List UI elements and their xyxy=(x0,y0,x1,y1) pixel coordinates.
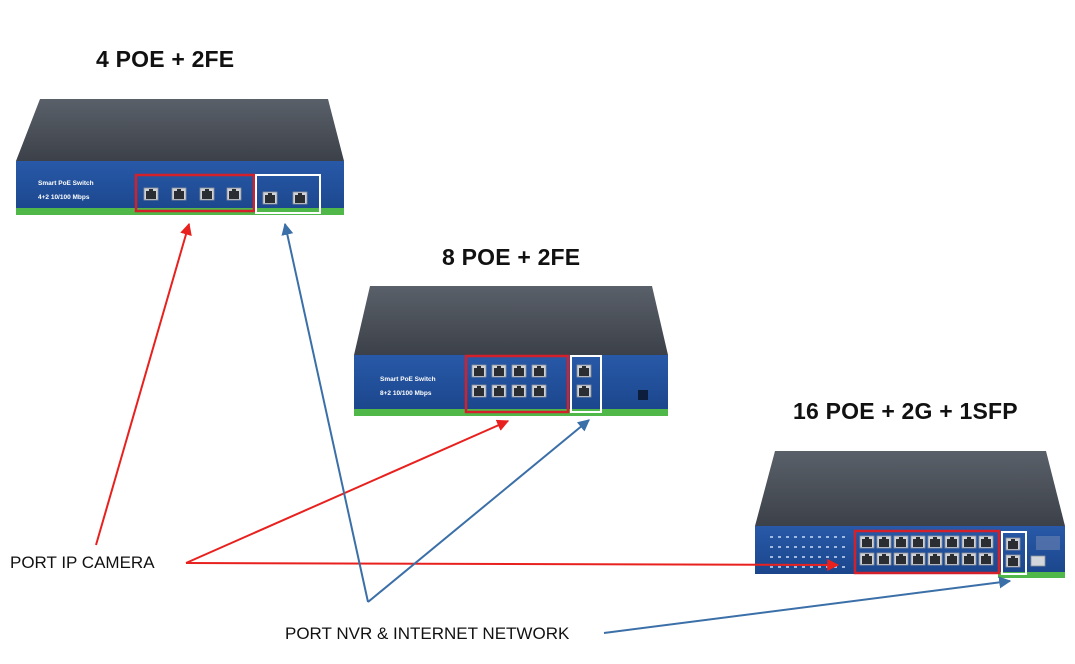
switch-16poe-uplink-box xyxy=(1001,531,1027,575)
camera-arrow-to-8poe xyxy=(185,419,510,564)
switch-16poe-led-grid xyxy=(770,536,845,568)
label-port-ip-camera: PORT IP CAMERA xyxy=(10,553,155,572)
switch-title-8poe: 8 POE + 2FE xyxy=(442,244,581,270)
switch-8poe: Smart PoE Switch 8+2 10/100 Mbps xyxy=(354,286,668,416)
switch-8poe-front-panel xyxy=(354,355,668,411)
switch-16poe-poe-box xyxy=(853,529,1001,575)
switch-4poe-top xyxy=(16,99,344,161)
switch-8poe-power-button xyxy=(638,390,648,400)
camera-arrow-to-16poe xyxy=(185,558,840,571)
switch-title-4poe: 4 POE + 2FE xyxy=(96,46,235,72)
switch-8poe-spec-text: 8+2 10/100 Mbps xyxy=(380,390,432,397)
network-arrow-to-4poe xyxy=(281,222,369,603)
switch-16poe-status-strip xyxy=(998,572,1065,578)
network-arrow-to-8poe xyxy=(367,419,590,603)
switch-4poe-poe-box xyxy=(134,173,256,213)
switch-4poe: Smart PoE Switch 4+2 10/100 Mbps xyxy=(16,99,344,215)
switch-title-16poe: 16 POE + 2G + 1SFP xyxy=(793,398,1018,424)
camera-arrows xyxy=(95,222,840,571)
switch-8poe-top xyxy=(354,286,668,355)
camera-arrow-to-4poe xyxy=(95,222,192,546)
switch-16poe-top xyxy=(755,451,1065,526)
switch-16poe-sfp-port xyxy=(1030,555,1046,567)
switch-4poe-brand-text: Smart PoE Switch xyxy=(38,180,94,187)
switch-16poe-label-plate xyxy=(1036,536,1060,550)
switch-4poe-uplink-box xyxy=(255,174,321,214)
switch-8poe-poe-box xyxy=(464,354,570,414)
switch-8poe-brand-text: Smart PoE Switch xyxy=(380,376,436,383)
switch-4poe-front-panel xyxy=(16,161,344,213)
switch-16poe xyxy=(755,451,1065,578)
network-arrow-to-16poe xyxy=(603,576,1012,634)
switch-4poe-spec-text: 4+2 10/100 Mbps xyxy=(38,194,90,201)
switch-8poe-uplink-box xyxy=(570,355,602,413)
label-port-nvr-network: PORT NVR & INTERNET NETWORK xyxy=(285,624,570,643)
network-arrows xyxy=(281,222,1012,634)
